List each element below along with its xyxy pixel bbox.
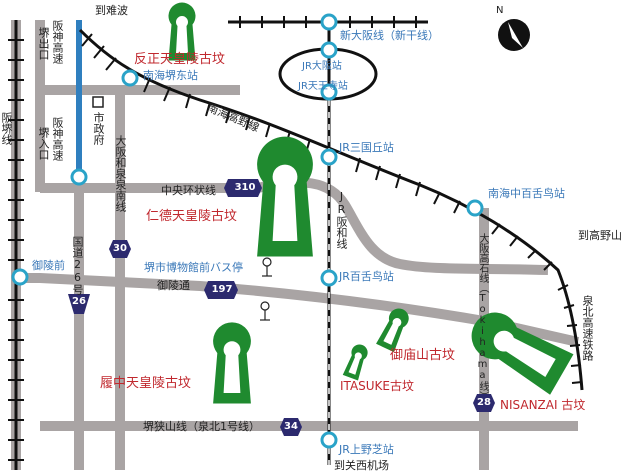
label-osaka-koseki-line: 大阪高石线（Tokihama线） <box>477 233 488 401</box>
label-hansakai-line: 阪堺线 <box>0 112 13 145</box>
route-shield-icon <box>68 294 90 314</box>
station-jr-kaminoshiba: JR上野芝站 <box>339 443 394 456</box>
label-hanshin-expressway-2: 阪神高速 <box>51 117 64 161</box>
route-shield-icon <box>109 240 131 258</box>
kofun-keyhole-icon <box>213 322 251 404</box>
to-koyasan-label: 到高野山 <box>578 229 622 242</box>
label-semboku-railway: 泉北高速铁路 <box>581 295 594 361</box>
station-circle-icon <box>320 148 338 166</box>
kofun-label-nisanzai: NISANZAI 古坟 <box>500 398 586 412</box>
label-sakai-exit: 堺出口 <box>37 27 50 60</box>
kofun-label-itasuke: ITASUKE古坟 <box>340 379 414 393</box>
kofun-label-nintoku: 仁德天皇陵古坟 <box>146 209 238 224</box>
station-circle-icon <box>320 83 338 101</box>
city-hall-square-icon <box>92 96 104 108</box>
to-namba-label: 到难波 <box>95 4 128 17</box>
label-route26: 国道26号 <box>71 236 84 295</box>
label-sakai-entrance: 堺入口 <box>37 127 50 160</box>
label-osaka-izumi-line: 大阪和泉泉南线 <box>114 135 127 212</box>
kofun-keyhole-icon <box>257 136 313 257</box>
route-shield-icon <box>280 418 302 436</box>
kofun-keyhole-icon <box>342 342 370 381</box>
station-circle-icon <box>320 269 338 287</box>
label-central-loop: 中央环状线 <box>161 184 216 197</box>
station-circle-icon <box>121 69 139 87</box>
bus-stop-icon <box>260 301 270 321</box>
station-shin-osaka: 新大阪线（新干线） <box>340 29 439 42</box>
route-shield-icon <box>473 394 495 412</box>
label-city-hall: 市政府 <box>92 112 105 145</box>
north-label: N <box>496 5 504 16</box>
route-number-28: 28 <box>477 397 491 408</box>
route-number-310: 310 <box>234 182 256 193</box>
station-jr-mikunigaoka: JR三国丘站 <box>339 141 394 154</box>
station-circle-icon <box>11 268 29 286</box>
route-number-26: 26 <box>72 296 86 307</box>
station-jr-tennoji: JR天王寺站 <box>298 81 348 92</box>
kofun-label-hanzei: 反正天皇陵古坟 <box>134 52 226 67</box>
kofun-label-gobyoyama: 御庙山古坟 <box>390 348 456 363</box>
station-goryomae: 御陵前 <box>32 259 65 272</box>
station-nankai-nakamozu: 南海中百舌鸟站 <box>488 187 565 200</box>
to-kansai-airport-label: 到关西机场 <box>334 459 389 472</box>
station-circle-icon <box>466 199 484 217</box>
label-sakai-sayama-line: 堺狭山线（泉北1号线） <box>143 420 260 433</box>
route-number-34: 34 <box>284 421 298 432</box>
route-shield-icon <box>204 281 238 299</box>
station-circle-icon <box>320 431 338 449</box>
compass-rose-icon <box>498 19 530 51</box>
station-circle-icon <box>70 168 88 186</box>
route-shield-icon <box>224 179 262 197</box>
kofun-keyhole-icon <box>376 305 412 353</box>
station-circle-icon <box>320 13 338 31</box>
label-hanshin-expressway-1: 阪神高速 <box>51 20 64 64</box>
rail-nankai-koya <box>78 28 584 391</box>
station-nankai-sakaihigashi: 南海堺东站 <box>143 69 198 82</box>
route-number-30: 30 <box>113 243 127 254</box>
station-jr-mozu: JR百舌鸟站 <box>339 270 394 283</box>
kofun-label-richu: 履中天皇陵古坟 <box>100 376 192 391</box>
label-museum-bus-stop: 堺市博物館前バス停 <box>144 261 243 274</box>
bus-stop-icon <box>262 257 272 277</box>
station-circle-icon <box>320 41 338 59</box>
route-number-197: 197 <box>211 284 233 295</box>
label-hanwa-line: JR阪和线 <box>335 190 348 249</box>
label-goryo-street: 御陵通 <box>157 279 190 292</box>
station-jr-osaka: JR大阪站 <box>302 61 342 72</box>
